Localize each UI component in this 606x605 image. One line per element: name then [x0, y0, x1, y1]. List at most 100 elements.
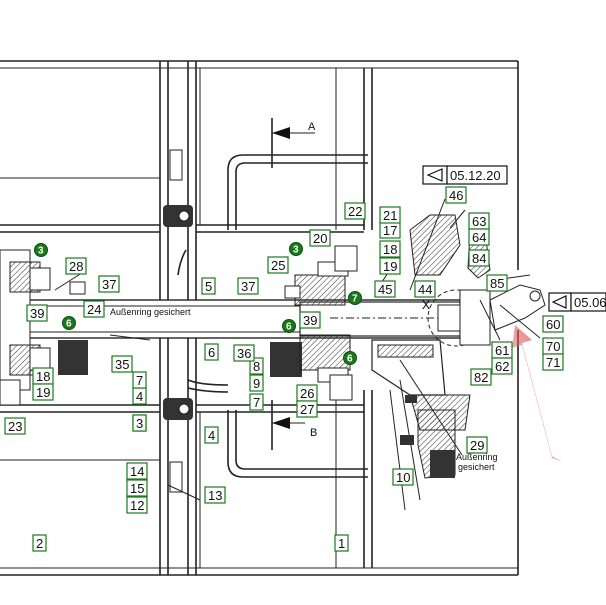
- part-label-61: 61: [491, 341, 513, 359]
- svg-text:9: 9: [253, 376, 260, 391]
- part-label-26: 26: [296, 384, 318, 402]
- part-label-25: 25: [267, 256, 289, 274]
- svg-text:1: 1: [338, 536, 345, 551]
- svg-text:7: 7: [352, 294, 358, 305]
- part-label-5: 5: [201, 277, 216, 295]
- part-label-12: 12: [126, 496, 148, 514]
- part-label-64: 64: [468, 228, 490, 246]
- tolerance-frame-1: 05.12.20: [422, 165, 508, 185]
- svg-text:44: 44: [418, 282, 432, 297]
- part-label-36: 36: [233, 344, 255, 362]
- part-label-10: 10: [392, 468, 414, 486]
- shaft: [0, 299, 470, 339]
- annotation-bar: Außenring gesichert: [110, 307, 191, 317]
- part-label-14: 14: [126, 462, 148, 480]
- part-label-27: 27: [296, 400, 318, 418]
- svg-text:05.06: 05.06: [574, 295, 606, 310]
- part-label-1: 1: [334, 534, 349, 552]
- part-label-82: 82: [470, 368, 492, 386]
- svg-text:24: 24: [87, 302, 101, 317]
- svg-text:15: 15: [130, 481, 144, 496]
- svg-text:7: 7: [253, 395, 260, 410]
- part-label-46: 46: [445, 186, 467, 204]
- section-mark-a: A: [271, 118, 316, 168]
- svg-text:18: 18: [36, 369, 50, 384]
- svg-text:A: A: [308, 121, 316, 133]
- part-label-63: 63: [468, 212, 490, 230]
- svg-text:25: 25: [271, 258, 285, 273]
- part-label-85: 85: [486, 274, 508, 292]
- part-label-15: 15: [126, 479, 148, 497]
- svg-text:21: 21: [383, 208, 397, 223]
- part-label-29: 29: [466, 436, 488, 454]
- svg-text:63: 63: [472, 214, 486, 229]
- annotation-lower-line1: Außenring: [456, 452, 498, 462]
- svg-text:14: 14: [130, 464, 144, 479]
- svg-text:19: 19: [36, 385, 50, 400]
- circled-marker-7: 7: [348, 291, 362, 305]
- annotation-lower-line2: gesichert: [458, 462, 495, 472]
- mid-bearing: [69, 245, 358, 401]
- circled-marker-6: 6: [282, 319, 296, 333]
- svg-text:20: 20: [313, 231, 327, 246]
- circled-marker-3: 3: [34, 243, 48, 257]
- svg-text:37: 37: [102, 277, 116, 292]
- svg-text:22: 22: [348, 204, 362, 219]
- part-labels: 1233445677891012131415171819181920212223…: [4, 186, 564, 552]
- svg-text:64: 64: [472, 230, 486, 245]
- svg-text:B: B: [310, 427, 317, 439]
- svg-text:27: 27: [300, 402, 314, 417]
- svg-text:13: 13: [208, 488, 222, 503]
- section-mark-b: B: [271, 400, 317, 450]
- left-bearing: [0, 249, 88, 406]
- svg-text:6: 6: [286, 322, 292, 333]
- point-marker: X: [422, 298, 430, 312]
- part-label-39: 39: [299, 311, 321, 329]
- svg-text:85: 85: [490, 276, 504, 291]
- svg-text:26: 26: [300, 386, 314, 401]
- circled-markers: 3 36 6 6 7: [34, 242, 362, 365]
- part-label-3: 3: [132, 414, 147, 432]
- svg-text:3: 3: [38, 246, 44, 257]
- part-label-7: 7: [132, 371, 147, 389]
- part-label-84: 84: [468, 249, 490, 267]
- part-label-19: 19: [32, 383, 54, 401]
- part-label-60: 60: [542, 315, 564, 333]
- taper-icon: [426, 168, 443, 182]
- svg-text:6: 6: [208, 345, 215, 360]
- part-label-6: 6: [204, 343, 219, 361]
- wall-bracket-lower: [163, 398, 201, 501]
- part-label-37: 37: [237, 277, 259, 295]
- part-label-24: 24: [83, 300, 105, 318]
- part-label-17: 17: [379, 221, 401, 239]
- part-label-4: 4: [132, 387, 147, 405]
- part-label-18: 18: [379, 240, 401, 258]
- svg-text:70: 70: [546, 339, 560, 354]
- taper-icon: [551, 295, 567, 309]
- svg-text:71: 71: [546, 355, 560, 370]
- wall-bracket-upper: [163, 149, 193, 227]
- part-label-21: 21: [379, 206, 401, 224]
- part-label-7: 7: [249, 393, 264, 411]
- svg-text:05.12.20: 05.12.20: [450, 168, 501, 183]
- part-label-13: 13: [204, 486, 226, 504]
- svg-text:84: 84: [472, 251, 486, 266]
- housing-frame: [0, 60, 519, 576]
- tolerance-frame-2: 05.06: [548, 292, 606, 312]
- svg-text:17: 17: [383, 223, 397, 238]
- part-label-23: 23: [4, 417, 26, 435]
- circled-marker-6: 6: [343, 351, 357, 365]
- svg-text:3: 3: [136, 416, 143, 431]
- svg-text:35: 35: [115, 357, 129, 372]
- svg-text:23: 23: [8, 419, 22, 434]
- svg-text:36: 36: [237, 346, 251, 361]
- circled-marker-6: 6: [62, 316, 76, 330]
- part-label-39: 39: [26, 304, 48, 322]
- hose-left: [177, 249, 229, 393]
- svg-text:8: 8: [253, 359, 260, 374]
- pipe-upper: [227, 154, 368, 230]
- part-label-22: 22: [344, 202, 366, 220]
- part-label-4: 4: [204, 426, 219, 444]
- part-label-2: 2: [32, 534, 47, 552]
